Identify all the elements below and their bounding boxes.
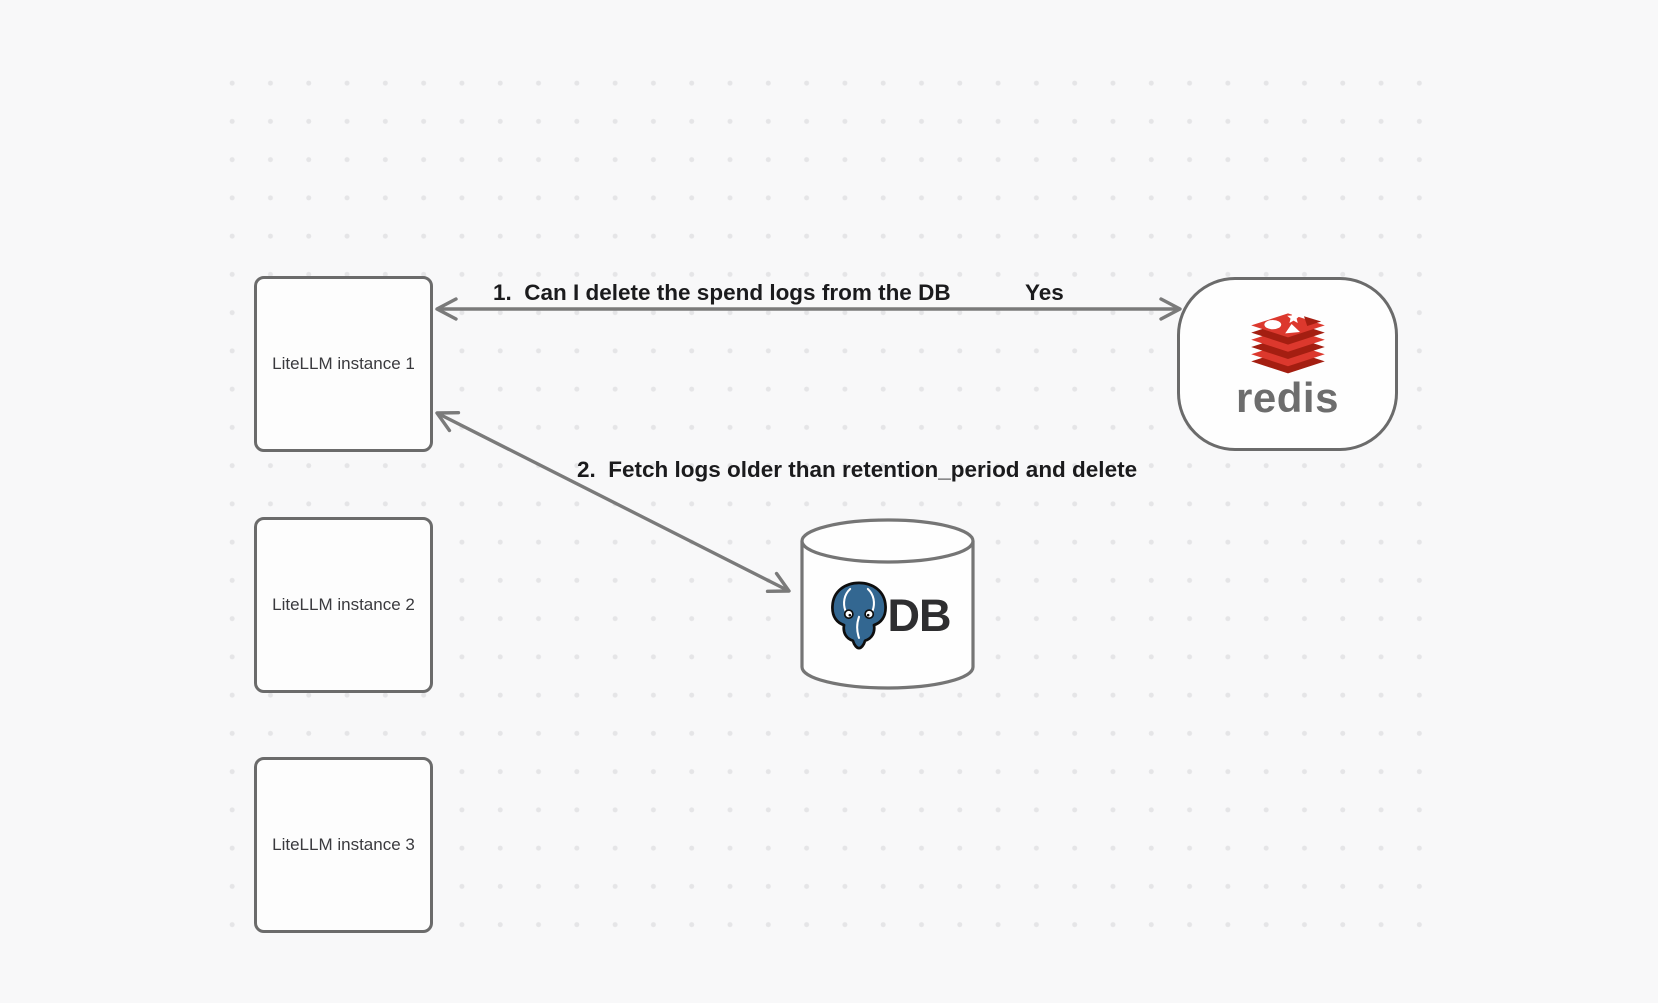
node-litellm-instance-3[interactable]: LiteLLM instance 3 [254,757,433,933]
node-litellm-instance-2[interactable]: LiteLLM instance 2 [254,517,433,693]
db-label: DB [887,590,952,641]
redis-stack-icon [1250,310,1325,373]
postgresql-elephant-icon [830,581,887,650]
edge2-label[interactable]: 2. Fetch logs older than retention_perio… [577,457,1138,482]
node-label: LiteLLM instance 3 [272,835,415,854]
node-litellm-instance-1[interactable]: LiteLLM instance 1 [254,276,433,452]
edge1-answer-label[interactable]: Yes [1025,280,1064,305]
node-db[interactable]: DB [800,518,975,690]
redis-wordmark: redis [1236,373,1339,421]
database-cylinder-shape [800,518,975,690]
node-label: LiteLLM instance 1 [272,354,415,373]
node-redis[interactable]: redis [1177,277,1398,451]
node-label: LiteLLM instance 2 [272,595,415,614]
edge1-label[interactable]: 1. Can I delete the spend logs from the … [493,280,951,305]
edge-litellm1-db[interactable] [435,410,791,594]
